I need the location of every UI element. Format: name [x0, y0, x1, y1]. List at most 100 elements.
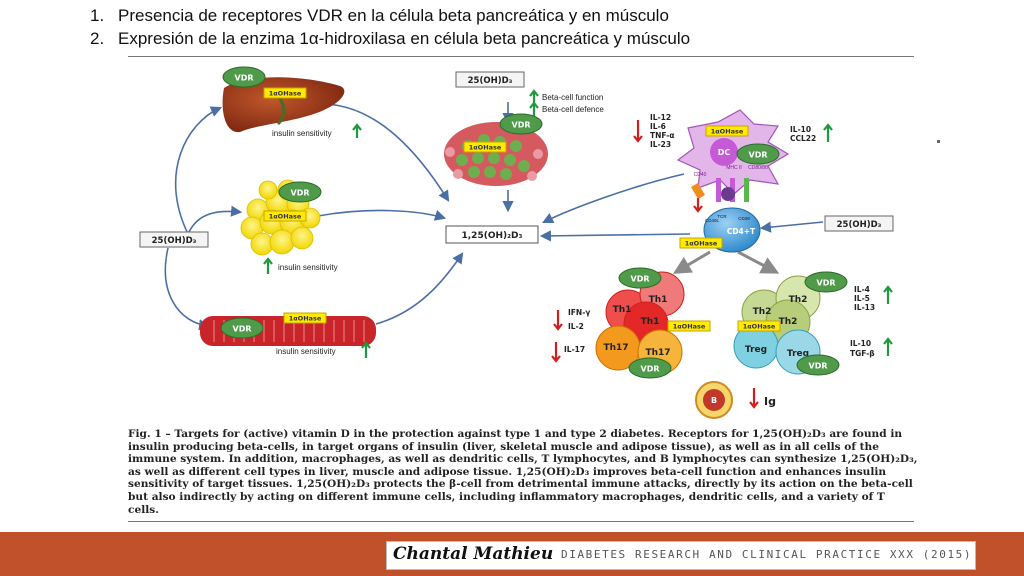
cytokine-ccl22: CCL22 — [790, 134, 816, 143]
muscle-insulin-sensitivity-label: insulin sensitivity — [276, 347, 336, 356]
vitamin-d-diagram: VDR 1αOHase insulin sensitivity VDR 1αOH… — [139, 66, 894, 419]
dc-ohase: 1αOHase — [705, 125, 749, 137]
vdr-label-adipose: VDR — [291, 189, 310, 198]
treg-vdr: VDR — [796, 354, 840, 376]
dc-cytokines-up: IL-10 CCL22 — [790, 125, 816, 143]
vdr-label-islet: VDR — [512, 121, 531, 130]
arrow-muscle-to-active — [375, 252, 464, 325]
figure-caption: Fig. 1 – Targets for (active) vitamin D … — [128, 428, 918, 516]
arrow-source-to-fat — [187, 205, 243, 235]
muscle-ohase: 1αOHase — [283, 312, 327, 324]
beta-defence-up-arrow-icon — [529, 101, 539, 116]
th2-label-3: Th2 — [779, 317, 798, 327]
dc-vdr: VDR — [736, 143, 780, 165]
cd40-label: CD40 — [694, 172, 707, 178]
costim-down-arrow-icon — [693, 198, 703, 213]
adipose-ohase: 1αOHase — [263, 210, 307, 222]
th17-vdr: VDR — [628, 357, 672, 379]
cytokine-tnfa: TNF-α — [650, 131, 675, 140]
cytokine-il5: IL-5 — [854, 294, 870, 303]
th2-label-2: Th2 — [789, 295, 808, 305]
ohase-label-th2: 1αOHase — [743, 323, 776, 331]
source-label-left: 25(OH)D₃ — [152, 236, 197, 246]
liver-vdr: VDR — [222, 66, 266, 88]
cytokine-il10-treg: IL-10 — [850, 339, 871, 348]
vdr-label-muscle: VDR — [233, 325, 252, 334]
arrow-source-to-liver — [174, 106, 223, 235]
muscle-up-arrow-icon — [361, 341, 371, 358]
tcr-label: TCR — [717, 214, 727, 219]
ohase-label-adipose: 1αOHase — [269, 213, 302, 221]
liver-insulin-sensitivity-label: insulin sensitivity — [272, 129, 332, 138]
journal-name: DIABETES RESEARCH AND CLINICAL PRACTICE … — [561, 548, 973, 561]
vdr-label-th17: VDR — [641, 365, 660, 374]
arrow-liver-to-active — [325, 103, 450, 202]
adipose-vdr: VDR — [278, 181, 322, 203]
cd4t-label: CD4+T — [727, 227, 756, 236]
source-25ohd3-left: 25(OH)D₃ — [139, 231, 209, 248]
beta-defence-label: Beta-cell defence — [542, 105, 604, 114]
figure-top-rule — [128, 56, 914, 57]
cytokine-il13: IL-13 — [854, 303, 875, 312]
th1-label-3: Th1 — [641, 317, 660, 327]
islet-ohase: 1αOHase — [463, 141, 507, 153]
dc-cytokines-down-arrow-icon — [633, 120, 643, 143]
ohase-label-islet: 1αOHase — [469, 144, 502, 152]
bullet-item-2: 2.Expresión de la enzima 1α-hidroxilasa … — [90, 29, 691, 48]
citation-box: Chantal Mathieu DIABETES RESEARCH AND CL… — [386, 541, 976, 570]
muscle-vdr: VDR — [220, 317, 264, 339]
th2-label-1: Th2 — [753, 307, 772, 317]
th-ohase: 1αOHase — [667, 320, 711, 332]
cytokine-il4: IL-4 — [854, 285, 870, 294]
bullet-list: 1.Presencia de receptores VDR en la célu… — [90, 4, 690, 50]
source-label-right: 25(OH)D₃ — [837, 220, 882, 230]
vdr-label-treg: VDR — [809, 362, 828, 371]
adipose-insulin-sensitivity-label: insulin sensitivity — [278, 263, 338, 272]
ohase-label-th: 1αOHase — [673, 323, 706, 331]
tcell-ohase: 1αOHase — [679, 237, 723, 249]
th2-vdr: VDR — [804, 271, 848, 293]
source-25ohd3-right: 25(OH)D₃ — [824, 215, 894, 232]
cytokine-il17: IL-17 — [564, 345, 585, 354]
treg-label-2: Treg — [787, 349, 809, 359]
beta-cell-islet — [444, 122, 548, 186]
dc-cytokines-down: IL-12 IL-6 TNF-α IL-23 — [650, 113, 675, 149]
b-cell-label: B — [711, 396, 717, 405]
th2-up-arrow-icon — [883, 285, 893, 304]
immune-synapse — [691, 178, 749, 213]
bullet-item-1: 1.Presencia de receptores VDR en la célu… — [90, 6, 669, 25]
mhc-label: MHC II — [726, 165, 742, 171]
arrow-source-to-muscle — [164, 247, 211, 331]
cd80-label: CD80/86 — [748, 165, 768, 171]
dc-label: DC — [718, 148, 731, 157]
th17-down-arrow-icon — [551, 342, 561, 363]
author-name: Chantal Mathieu — [393, 544, 554, 564]
ig-down-arrow-icon — [749, 388, 759, 409]
ig-label: Ig — [764, 395, 776, 408]
arrow-25oh-to-t — [759, 221, 824, 233]
adipose-up-arrow-icon — [263, 257, 273, 274]
th1-down-arrow-icon — [553, 310, 563, 331]
ohase-label-liver: 1αOHase — [269, 90, 302, 98]
vdr-label-th1: VDR — [631, 275, 650, 284]
corner-mark — [937, 140, 940, 143]
th17-label-1: Th17 — [603, 343, 628, 353]
ohase-label-muscle: 1αOHase — [289, 315, 322, 323]
treg-up-arrow-icon — [883, 337, 893, 356]
arrow-fat-to-active — [317, 209, 447, 221]
arrow-t-to-th1 — [672, 250, 711, 274]
vdr-label-dc: VDR — [749, 151, 768, 160]
islet-vdr: VDR — [499, 113, 543, 135]
ohase-label-tcell: 1αOHase — [685, 240, 718, 248]
liver-up-arrow-icon — [352, 123, 362, 138]
cytokine-tgfb: TGF-β — [850, 349, 875, 358]
cytokine-il6: IL-6 — [650, 122, 666, 131]
ohase-label-dc: 1αOHase — [711, 128, 744, 136]
source-25ohd3-top: 25(OH)D₃ — [455, 71, 525, 88]
vdr-label-th2: VDR — [817, 279, 836, 288]
th2-ohase: 1αOHase — [737, 320, 781, 332]
th1-label-1: Th1 — [649, 295, 668, 305]
cd40l-label: CD40L — [705, 218, 720, 223]
source-label-top: 25(OH)D₃ — [468, 76, 513, 86]
arrow-dc-to-active — [541, 173, 685, 224]
